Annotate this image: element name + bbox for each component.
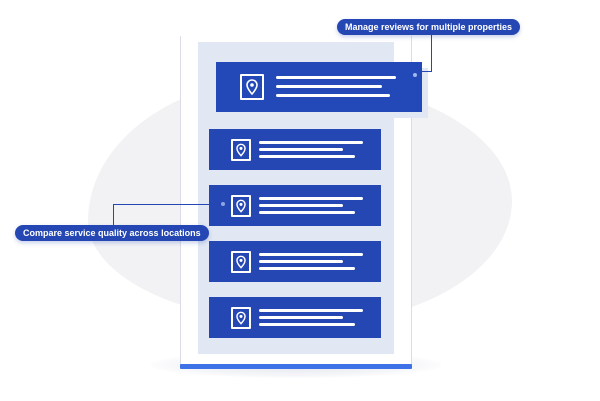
property-card-featured[interactable] [216,62,422,112]
text-line [259,211,355,214]
text-line [259,309,363,312]
callout-leader-line [431,35,432,71]
callout-manage-reviews: Manage reviews for multiple properties [337,19,521,35]
text-line [276,85,382,88]
text-line [276,94,390,97]
device-base-bar [180,364,412,369]
callout-leader-line [113,204,114,225]
text-line [259,204,343,207]
text-line [259,141,363,144]
text-line [259,148,343,151]
text-line [259,316,343,319]
text-line [259,267,355,270]
property-card[interactable] [209,241,381,282]
text-line [259,323,355,326]
location-pin-icon [240,74,264,100]
location-pin-icon [231,195,251,217]
location-pin-icon [231,139,251,161]
location-pin-icon [231,307,251,329]
callout-anchor-dot [413,73,417,77]
callout-leader-line [418,71,432,72]
callout-leader-line [113,204,220,205]
location-pin-icon [231,251,251,273]
text-line [259,253,363,256]
text-line [259,155,355,158]
text-line [259,197,363,200]
text-line [276,76,396,79]
property-card[interactable] [209,297,381,338]
property-card[interactable] [209,185,381,226]
callout-anchor-dot [221,202,225,206]
property-card[interactable] [209,129,381,170]
text-line [259,260,343,263]
callout-compare-quality: Compare service quality across locations [15,225,209,241]
